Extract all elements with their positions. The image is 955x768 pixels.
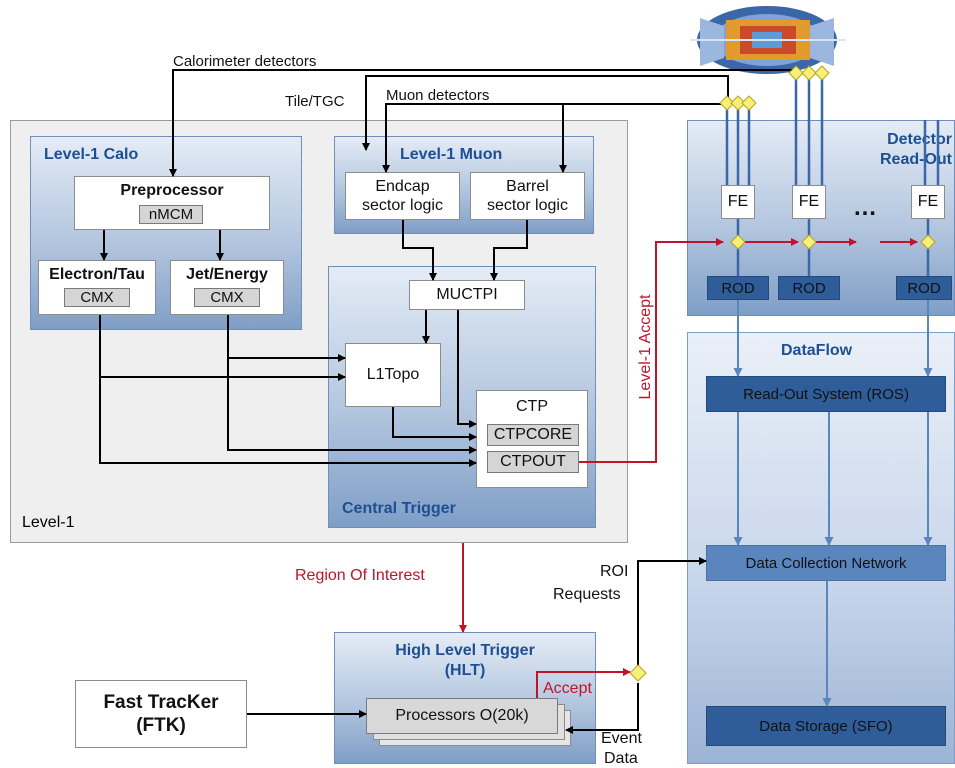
endcap-sector-logic-box: Endcap sector logic — [345, 172, 460, 220]
ctpcore-box: CTPCORE — [487, 424, 579, 446]
atlas-detector-image — [690, 6, 846, 74]
readout-title-line1: Detector — [887, 131, 952, 148]
level1-title: Level-1 — [22, 514, 75, 531]
et-to-ctpout — [99, 377, 477, 467]
muctpi-box: MUCTPI — [409, 280, 525, 310]
barrel-line2: sector logic — [487, 197, 568, 214]
accept-label: Accept — [543, 680, 592, 697]
cmx-box-electron: CMX — [64, 288, 130, 307]
fe-box-3: FE — [911, 185, 945, 219]
tile-tgc-label: Tile/TGC — [285, 93, 345, 110]
electron-tau-label: Electron/Tau — [49, 266, 145, 283]
hlt-title-line2: (HLT) — [444, 662, 486, 679]
ftk-box: Fast TracKer (FTK) — [75, 680, 247, 748]
nmcm-box: nMCM — [139, 205, 203, 224]
level1-muon-title: Level-1 Muon — [400, 146, 503, 163]
requests-label: Requests — [553, 586, 621, 603]
endcap-line2: sector logic — [362, 197, 443, 214]
endcap-line1: Endcap — [375, 178, 430, 195]
l1topo-to-ctpcore — [392, 407, 477, 441]
fe-box-1: FE — [721, 185, 755, 219]
roi-label: ROI — [600, 563, 629, 580]
fe-ellipsis: … — [853, 194, 877, 221]
central-trigger-title: Central Trigger — [342, 500, 456, 517]
muctpi-to-ctpcore — [457, 310, 477, 428]
calorimeter-detectors-label: Calorimeter detectors — [173, 53, 317, 70]
tile-tgc-line — [362, 75, 729, 151]
barrel-line1: Barrel — [506, 178, 549, 195]
fe-rod-lines — [736, 219, 930, 276]
ros-dcn-arrows — [733, 412, 933, 546]
rod-box-3: ROD — [896, 276, 952, 300]
electron-tau-box — [38, 260, 156, 315]
ctp-label: CTP — [516, 398, 548, 415]
level1-calo-title: Level-1 Calo — [44, 146, 139, 163]
et-to-l1topo — [99, 315, 346, 381]
jet-to-ctpcore — [227, 358, 477, 454]
ros-box: Read-Out System (ROS) — [706, 376, 946, 412]
barrel-sector-logic-box: Barrel sector logic — [470, 172, 585, 220]
cmx-box-jet: CMX — [194, 288, 260, 307]
rod-box-2: ROD — [778, 276, 840, 300]
processors-box: Processors O(20k) — [366, 698, 558, 734]
l1topo-box: L1Topo — [345, 343, 441, 407]
barrel-to-muctpi — [490, 220, 528, 281]
preprocessor-label: Preprocessor — [120, 182, 224, 199]
roi-requests-line — [637, 557, 707, 672]
ctpout-box: CTPOUT — [487, 451, 579, 473]
rod-ros-arrows — [733, 300, 933, 377]
detector-fe-lines — [725, 78, 940, 185]
muon-line — [382, 103, 738, 173]
calo-line — [169, 69, 796, 177]
event-label: Event — [601, 730, 642, 747]
hlt-title-line1: High Level Trigger — [395, 642, 535, 659]
readout-title-line2: Read-Out — [880, 151, 952, 168]
ftk-line1: Fast TracKer — [103, 692, 219, 713]
diamond-markers — [629, 65, 936, 682]
hlt-accept-line — [536, 668, 631, 698]
jet-to-l1topo — [227, 315, 346, 362]
event-data-line — [565, 683, 639, 734]
detector-readout-title: Detector Read-Out — [848, 130, 952, 170]
ftk-line2: (FTK) — [136, 715, 186, 736]
dataflow-title: DataFlow — [781, 342, 853, 359]
fe-box-2: FE — [792, 185, 826, 219]
level1-accept-line — [579, 238, 724, 463]
jet-energy-label: Jet/Energy — [186, 266, 268, 283]
endcap-to-muctpi — [402, 220, 437, 281]
muon-detectors-label: Muon detectors — [386, 87, 490, 104]
hlt-title: High Level Trigger (HLT) — [334, 641, 596, 681]
data-label: Data — [604, 750, 638, 767]
rod-box-1: ROD — [707, 276, 769, 300]
region-of-interest-label: Region Of Interest — [295, 567, 425, 584]
